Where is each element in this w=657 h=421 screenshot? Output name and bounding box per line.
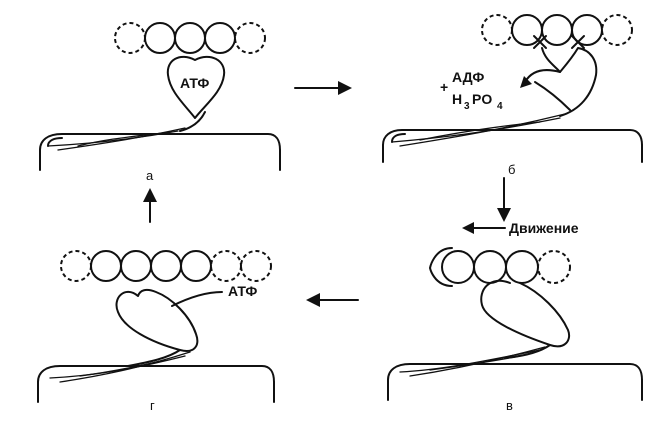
- atp-pointer-d: [171, 291, 223, 307]
- phosphate-h-sub: 3: [464, 101, 470, 112]
- actin-filament-b: [481, 14, 633, 46]
- myosin-neck-d: [127, 349, 181, 367]
- release-arrow-b: [524, 69, 561, 83]
- arrow-c-to-d: [306, 293, 359, 307]
- arrow-b-to-c: [497, 177, 511, 222]
- atp-label-a: АТФ: [180, 75, 209, 91]
- release-arrowhead-b: [520, 76, 532, 88]
- myosin-neck-a: [179, 111, 206, 132]
- thick-filament-c: [387, 346, 643, 401]
- phosphate-h: H: [452, 91, 462, 107]
- thick-filament-b: [382, 113, 643, 163]
- arrow-d-to-a: [143, 188, 157, 223]
- thick-filament-d: [37, 351, 275, 403]
- panel-d: АТФ г: [37, 250, 275, 413]
- panel-letter-a: а: [146, 168, 154, 183]
- phosphate-po: PO: [472, 91, 492, 107]
- myosin-head-a: [166, 55, 226, 119]
- adp-label-b: АДФ: [452, 69, 484, 85]
- crossbridge-marks-b: [533, 35, 585, 49]
- myosin-head-c: [480, 279, 570, 348]
- myosin-head-d: [115, 288, 199, 352]
- adp-plus-b: +: [440, 79, 448, 95]
- phosphate-po-sub: 4: [497, 101, 503, 112]
- actin-filament-a: [114, 22, 266, 54]
- thick-filament-a: [39, 127, 281, 171]
- movement-label-c: Движение: [509, 220, 579, 236]
- panel-letter-b: б: [508, 162, 515, 177]
- actin-filament-d: [60, 250, 272, 282]
- atp-label-d: АТФ: [228, 283, 257, 299]
- release-curve-b: [534, 81, 571, 111]
- panel-c: Движение в: [387, 220, 643, 413]
- phosphate-label-b: H 3 PO 4: [452, 91, 503, 112]
- panel-b: + АДФ H 3 PO 4 б: [382, 14, 643, 177]
- myosin-head-b: [541, 47, 598, 117]
- panel-letter-c: в: [506, 398, 513, 413]
- panel-a: АТФ а: [39, 22, 281, 183]
- arrow-a-to-b: [294, 81, 352, 95]
- movement-arrowhead-c: [462, 222, 474, 234]
- panel-letter-d: г: [150, 398, 155, 413]
